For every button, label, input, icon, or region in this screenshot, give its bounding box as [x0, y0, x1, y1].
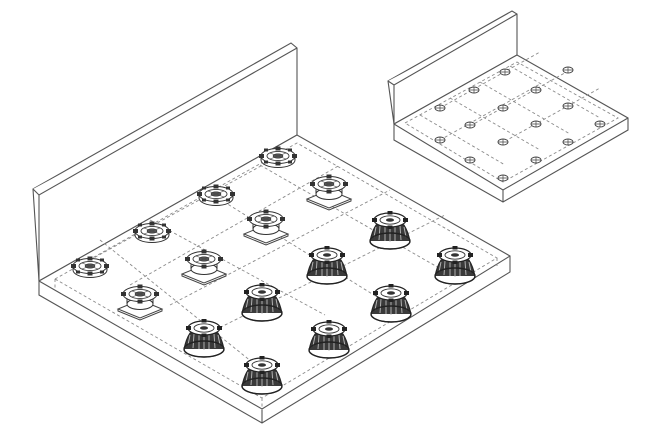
- inset-marker-icon: [594, 120, 606, 128]
- inset-marker-icon: [434, 104, 446, 112]
- inset-marker-icon: [562, 66, 574, 74]
- pedestal-flat-icon: [258, 146, 298, 168]
- inset-marker-icon: [497, 138, 509, 146]
- pedestal-dark-icon: [183, 318, 225, 358]
- inset-marker-icon: [530, 120, 542, 128]
- pedestal-dark-icon: [370, 283, 412, 323]
- inset-marker-icon: [530, 156, 542, 164]
- inset-scene: [387, 10, 629, 203]
- pedestal-dark-icon: [434, 245, 476, 285]
- inset-grid: [419, 51, 601, 166]
- inset-marker-icon: [497, 174, 509, 182]
- pedestal-flat-icon: [196, 184, 236, 206]
- pedestal-dark-icon: [308, 319, 350, 359]
- inset-marker-icon: [499, 68, 511, 76]
- inset-marker-icon: [464, 156, 476, 164]
- inset-marker-icon: [434, 136, 446, 144]
- main-back-wall: [32, 42, 298, 282]
- pedestal-dark-icon: [306, 245, 348, 285]
- inset-back-wall: [387, 10, 518, 125]
- inset-marker-icon: [562, 102, 574, 110]
- pedestal-dark-icon: [369, 210, 411, 250]
- pedestal-flat-icon: [132, 221, 172, 243]
- pedestal-flat-icon: [70, 256, 110, 278]
- pedestal-dark-icon: [241, 282, 283, 322]
- inset-marker-icon: [464, 121, 476, 129]
- pedestal-dark-icon: [241, 355, 283, 395]
- inset-marker-icon: [562, 138, 574, 146]
- inset-marker-icon: [530, 86, 542, 94]
- inset-marker-icon: [497, 104, 509, 112]
- main-scene: [32, 42, 511, 424]
- inset-marker-icon: [468, 86, 480, 94]
